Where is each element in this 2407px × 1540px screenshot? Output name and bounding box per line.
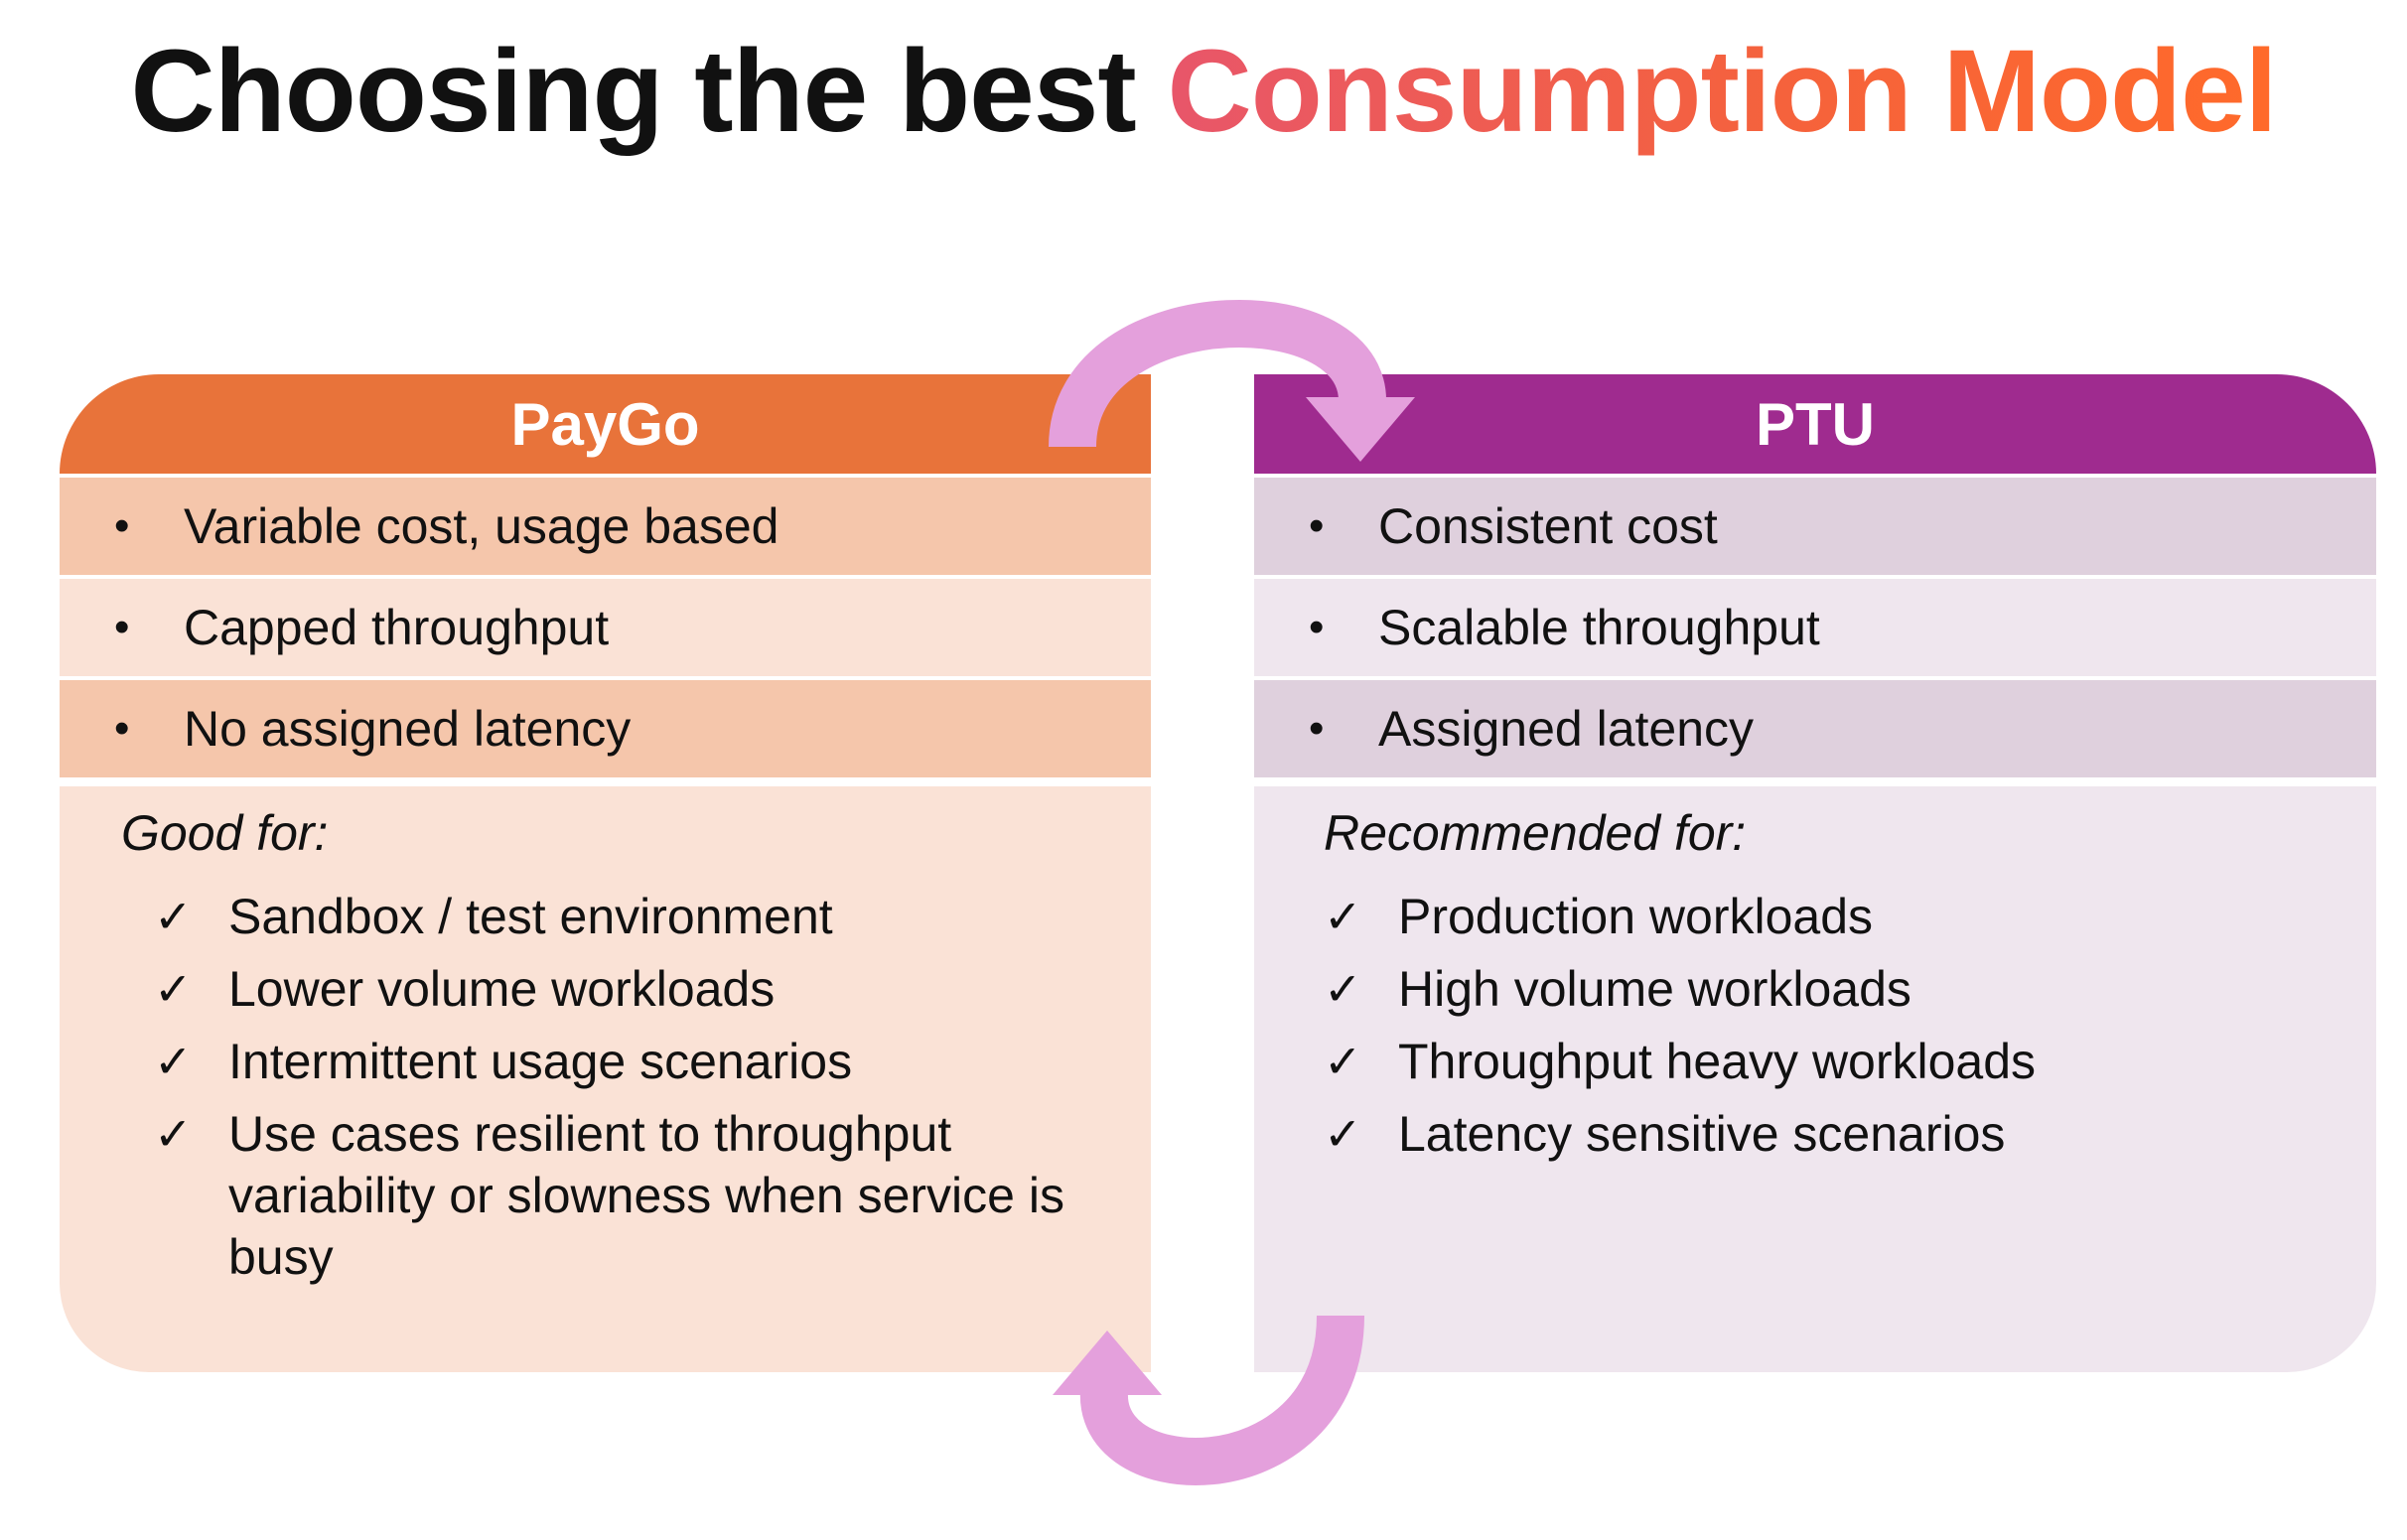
bullet-icon: • [114, 603, 130, 651]
usecase-text: Sandbox / test environment [228, 889, 833, 944]
ptu-usecase-list: ✓ Production workloads ✓ High volume wor… [1324, 886, 2336, 1176]
list-item: ✓ Sandbox / test environment [154, 886, 1111, 947]
paygo-panel: PayGo • Variable cost, usage based • Cap… [60, 374, 1151, 1372]
paygo-usecases: Good for: ✓ Sandbox / test environment ✓… [60, 786, 1151, 1372]
list-item: ✓ Intermittent usage scenarios [154, 1031, 1111, 1092]
check-icon: ✓ [1324, 963, 1362, 1015]
ptu-feature-row: • Scalable throughput [1254, 579, 2376, 676]
ptu-usecases: Recommended for: ✓ Production workloads … [1254, 786, 2376, 1372]
usecase-text: Throughput heavy workloads [1398, 1034, 2037, 1089]
list-item: ✓ Production workloads [1324, 886, 2336, 947]
paygo-goodfor-label: Good for: [121, 805, 329, 861]
paygo-usecase-list: ✓ Sandbox / test environment ✓ Lower vol… [154, 886, 1111, 1299]
paygo-feature-row: • No assigned latency [60, 680, 1151, 777]
bullet-icon: • [114, 501, 130, 550]
usecase-text: Production workloads [1398, 889, 1874, 944]
bullet-icon: • [1309, 501, 1325, 550]
bottom-curved-arrow-icon [1053, 1315, 1364, 1485]
bullet-icon: • [114, 704, 130, 753]
list-item: ✓ Use cases resilient to throughput vari… [154, 1103, 1111, 1288]
bullet-icon: • [1309, 704, 1325, 753]
usecase-text: Use cases resilient to throughput variab… [228, 1106, 1064, 1285]
top-curved-arrow-icon [1049, 299, 1415, 462]
paygo-feature-text: Capped throughput [184, 600, 610, 655]
check-icon: ✓ [1324, 891, 1362, 942]
list-item: ✓ High volume workloads [1324, 958, 2336, 1020]
list-item: ✓ Throughput heavy workloads [1324, 1031, 2336, 1092]
paygo-feature-text: No assigned latency [184, 701, 632, 757]
ptu-feature-row: • Consistent cost [1254, 478, 2376, 575]
ptu-header: PTU [1254, 374, 2376, 474]
ptu-feature-text: Scalable throughput [1378, 600, 1820, 655]
title-prefix: Choosing the best [130, 26, 1137, 157]
paygo-feature-row: • Variable cost, usage based [60, 478, 1151, 575]
ptu-recommended-label: Recommended for: [1324, 805, 1747, 861]
check-icon: ✓ [154, 1036, 193, 1087]
paygo-header: PayGo [60, 374, 1151, 474]
paygo-feature-row: • Capped throughput [60, 579, 1151, 676]
ptu-feature-row: • Assigned latency [1254, 680, 2376, 777]
check-icon: ✓ [154, 1108, 193, 1160]
list-item: ✓ Lower volume workloads [154, 958, 1111, 1020]
ptu-feature-text: Consistent cost [1378, 498, 1718, 554]
usecase-text: High volume workloads [1398, 961, 1911, 1017]
list-item: ✓ Latency sensitive scenarios [1324, 1103, 2336, 1165]
title-accent: Consumption Model [1167, 26, 2278, 157]
paygo-feature-text: Variable cost, usage based [184, 498, 779, 554]
usecase-text: Intermittent usage scenarios [228, 1034, 853, 1089]
ptu-panel: PTU • Consistent cost • Scalable through… [1254, 374, 2376, 1372]
page-title: Choosing the best Consumption Model [0, 22, 2407, 161]
usecase-text: Latency sensitive scenarios [1398, 1106, 2006, 1162]
check-icon: ✓ [1324, 1036, 1362, 1087]
check-icon: ✓ [154, 891, 193, 942]
check-icon: ✓ [154, 963, 193, 1015]
ptu-feature-text: Assigned latency [1378, 701, 1755, 757]
bullet-icon: • [1309, 603, 1325, 651]
usecase-text: Lower volume workloads [228, 961, 776, 1017]
check-icon: ✓ [1324, 1108, 1362, 1160]
